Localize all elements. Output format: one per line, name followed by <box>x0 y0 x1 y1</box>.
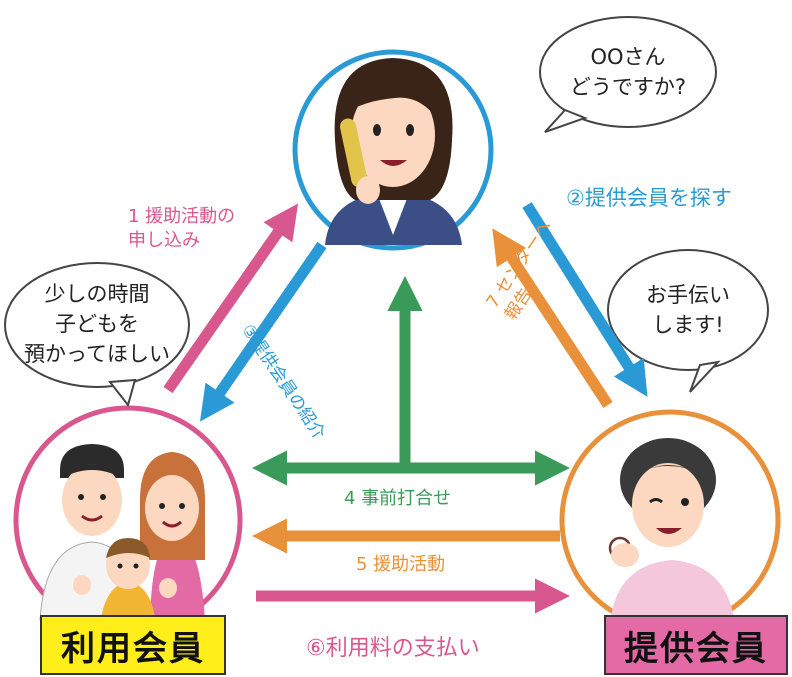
provider-bubble-line2: します! <box>652 313 724 337</box>
step1-label-line2: 申し込み <box>128 230 200 251</box>
coordinator-speech-bubble <box>539 16 717 133</box>
provider-bubble-text: お手伝い します! <box>628 280 748 340</box>
coordinator-bubble-line1: OOさん <box>590 45 666 69</box>
coordinator-bubble-line2: どうですか? <box>569 75 687 99</box>
arrow-step7-orange <box>492 228 613 409</box>
user-speech-bubble <box>4 262 190 408</box>
step5-label: 5 援助活動 <box>356 554 446 575</box>
coordinator-bubble-text: OOさん どうですか? <box>555 42 701 102</box>
step2-label: ②提供会員を探す <box>566 186 732 210</box>
provider-speech-bubble <box>607 249 769 393</box>
user-bubble-line1: 少しの時間 <box>44 282 150 306</box>
user-bubble-text: 少しの時間 子どもを 預かってほしい <box>14 279 180 369</box>
arrow-step2-blue <box>522 202 648 397</box>
step6-label: ⑥利用料の支払い <box>306 636 480 661</box>
user-bubble-line3: 預かってほしい <box>24 342 170 366</box>
provider-member-label: 提供会員 <box>604 615 788 675</box>
user-family-illustration <box>39 444 205 625</box>
arrow-step1-pink <box>163 203 299 394</box>
step1-label: 1 援助活動の 申し込み <box>128 205 235 253</box>
step4-label: 4 事前打合せ <box>344 488 452 509</box>
provider-bubble-line1: お手伝い <box>646 283 730 307</box>
coordinator-illustration <box>325 58 462 245</box>
user-bubble-line2: 子どもを <box>55 312 139 336</box>
step1-label-line1: 1 援助活動の <box>128 206 236 227</box>
arrow-step3-blue <box>199 241 327 422</box>
user-member-label: 利用会員 <box>40 615 226 675</box>
provider-illustration <box>608 438 735 625</box>
